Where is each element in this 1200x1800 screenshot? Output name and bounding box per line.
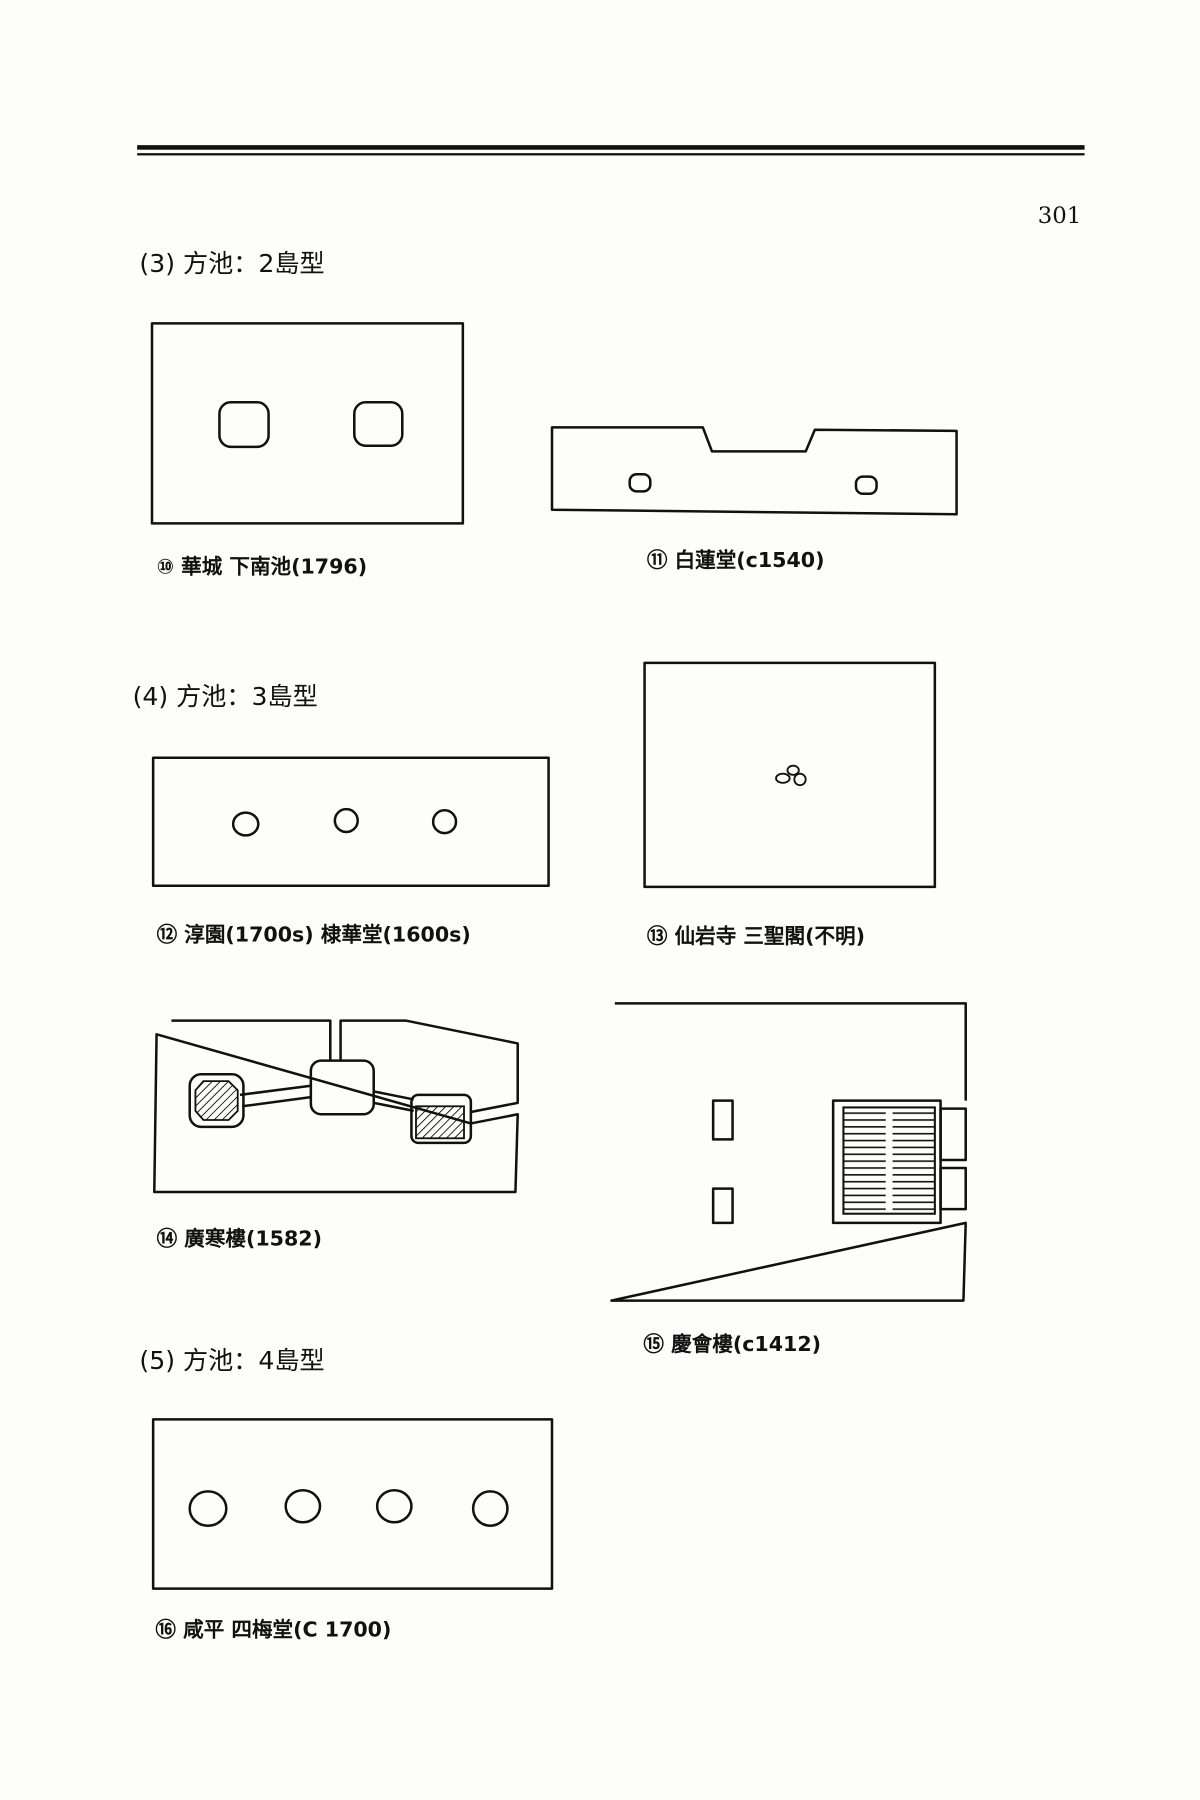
header-rule: [137, 145, 1085, 156]
figure-15-diagram: [610, 1002, 967, 1302]
figure-12-diagram: [151, 756, 550, 887]
section-heading: (5) 方池：4島型: [139, 1346, 324, 1375]
figure-14-diagram: [153, 1019, 519, 1194]
figure-16-diagram: [151, 1418, 554, 1590]
figure-10-diagram: [150, 322, 465, 525]
figure-caption: ⑪ 白蓮堂(c1540): [647, 548, 825, 572]
section-heading: (4) 方池：3島型: [133, 682, 318, 711]
figure-caption: ⑬ 仙岩寺 三聖閣(不明): [647, 924, 865, 948]
figure-caption: ⑫ 淳園(1700s) 棣華堂(1600s): [157, 923, 471, 947]
figure-11-diagram: [550, 426, 958, 516]
section-heading: (3) 方池：2島型: [139, 249, 324, 278]
figure-caption: ⑮ 慶會樓(c1412): [643, 1332, 821, 1356]
figure-13-diagram: [643, 661, 937, 889]
figure-caption: ⑯ 咸平 四梅堂(C 1700): [155, 1618, 391, 1642]
page-number: 301: [1038, 203, 1082, 229]
figure-caption: ⑩ 華城 下南池(1796): [157, 555, 368, 579]
figure-caption: ⑭ 廣寒樓(1582): [157, 1227, 322, 1251]
